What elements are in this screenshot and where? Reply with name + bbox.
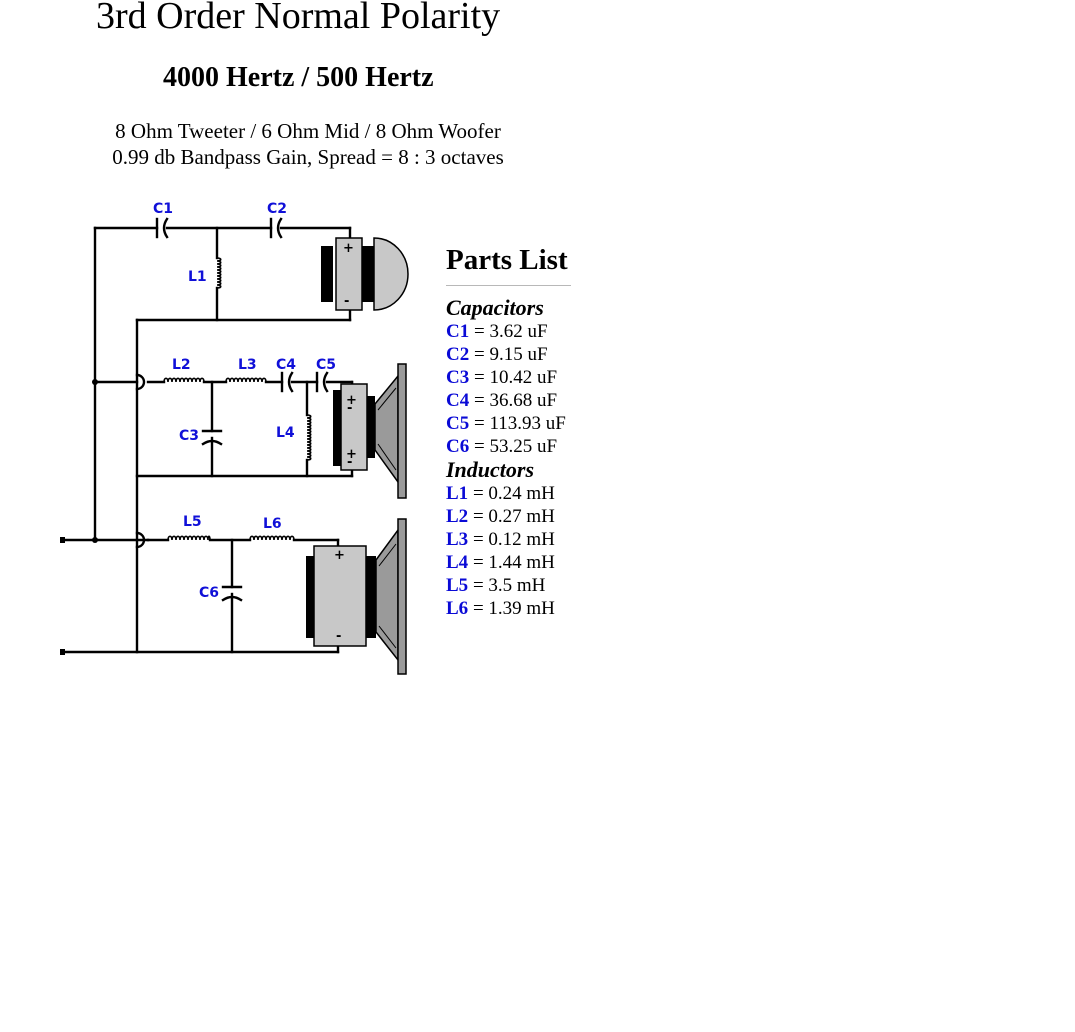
inductor-l5 — [167, 535, 211, 541]
inductor-l6 — [249, 535, 295, 541]
page-title: 3rd Order Normal Polarity — [96, 0, 501, 37]
svg-text:-: - — [347, 401, 352, 416]
capacitor-c4 — [280, 371, 294, 393]
inductor-list: L1 = 0.24 mH L2 = 0.27 mH L3 = 0.12 mH L… — [446, 482, 576, 620]
part-row-c3: C3 = 10.42 uF — [446, 367, 558, 388]
label-c4: C4 — [276, 357, 296, 373]
parts-list-divider — [446, 285, 571, 286]
inductor-l4 — [306, 414, 312, 461]
svg-text:+: + — [346, 393, 357, 408]
part-row-l5: L5 = 3.5 mH — [446, 575, 546, 596]
part-row-l4: L4 = 1.44 mH — [446, 552, 555, 573]
part-row-c6: C6 = 53.25 uF — [446, 436, 558, 457]
inductor-l1 — [216, 257, 222, 289]
part-row-l6: L6 = 1.39 mH — [446, 598, 555, 619]
label-l6: L6 — [263, 516, 282, 532]
driver-description: 8 Ohm Tweeter / 6 Ohm Mid / 8 Ohm Woofer — [115, 119, 501, 143]
label-c3: C3 — [179, 428, 199, 444]
part-row-c5: C5 = 113.93 uF — [446, 413, 566, 434]
capacitor-c6 — [221, 585, 243, 602]
gain-description: 0.99 db Bandpass Gain, Spread = 8 : 3 oc… — [112, 145, 504, 169]
part-row-l2: L2 = 0.27 mH — [446, 506, 555, 527]
tweeter-driver: + - — [321, 237, 409, 311]
inductor-l3 — [225, 377, 267, 383]
label-l2: L2 — [172, 357, 191, 373]
label-l3: L3 — [238, 357, 257, 373]
part-row-c2: C2 = 9.15 uF — [446, 344, 548, 365]
woofer-driver: + - — [306, 518, 407, 675]
label-c5: C5 — [316, 357, 336, 373]
svg-text:+: + — [343, 241, 354, 256]
svg-text:-: - — [347, 455, 352, 470]
midrange-driver: + - + - — [333, 363, 407, 499]
part-row-c4: C4 = 36.68 uF — [446, 390, 558, 411]
svg-text:-: - — [344, 294, 349, 309]
inductors-heading: Inductors — [446, 457, 535, 482]
capacitor-c5 — [315, 371, 329, 393]
svg-text:+: + — [346, 447, 357, 462]
part-row-l3: L3 = 0.12 mH — [446, 529, 555, 550]
part-row-l1: L1 = 0.24 mH — [446, 483, 555, 504]
label-l1: L1 — [188, 269, 207, 285]
label-l4: L4 — [276, 425, 295, 441]
inductor-l2 — [163, 377, 205, 383]
part-row-c1: C1 = 3.62 uF — [446, 321, 548, 342]
label-c2: C2 — [267, 201, 287, 217]
frequency-heading: 4000 Hertz / 500 Hertz — [163, 62, 434, 93]
label-c1: C1 — [153, 201, 173, 217]
parts-list-title: Parts List — [446, 244, 568, 276]
parts-list: Parts List Capacitors C1 = 3.62 uF C2 = … — [446, 244, 576, 620]
svg-text:-: - — [336, 629, 341, 644]
capacitor-c1 — [155, 217, 169, 239]
crossover-schematic: + - + - + - + - C1 C2 L1 L2 L3 C4 C5 C3 … — [60, 201, 409, 675]
capacitor-c3 — [201, 429, 223, 446]
svg-text:+: + — [334, 548, 345, 563]
label-c6: C6 — [199, 585, 219, 601]
capacitor-c2 — [269, 217, 283, 239]
label-l5: L5 — [183, 514, 202, 530]
capacitor-list: C1 = 3.62 uF C2 = 9.15 uF C3 = 10.42 uF … — [446, 320, 576, 458]
capacitors-heading: Capacitors — [446, 295, 544, 320]
